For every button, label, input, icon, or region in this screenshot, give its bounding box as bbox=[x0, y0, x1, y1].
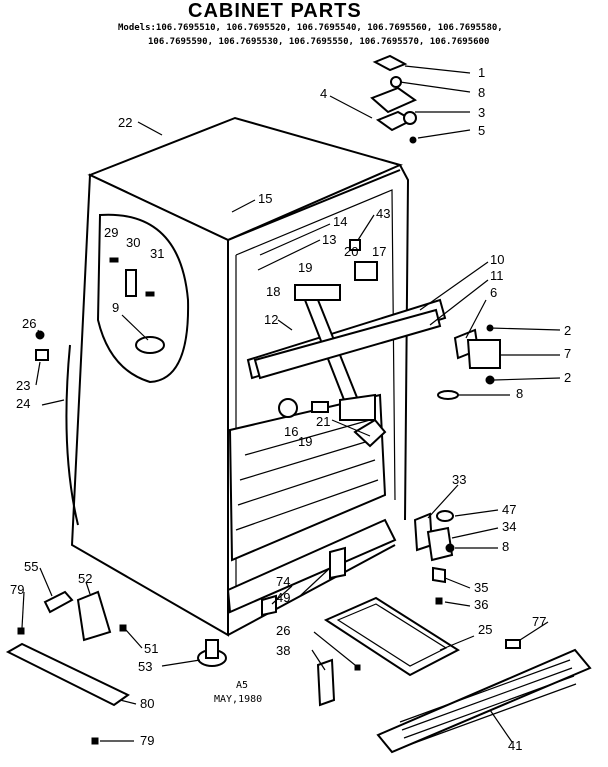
bottom-bracket bbox=[316, 658, 361, 707]
callout-17: 17 bbox=[372, 244, 386, 259]
callout-53: 53 bbox=[138, 659, 152, 674]
leader-lines bbox=[21, 65, 561, 743]
callout-4: 4 bbox=[320, 86, 327, 101]
lower-interior-parts bbox=[278, 239, 387, 448]
callout-2b: 2 bbox=[564, 370, 571, 385]
callout-35: 35 bbox=[474, 580, 488, 595]
callout-43: 43 bbox=[376, 206, 390, 221]
toe-grille bbox=[376, 639, 592, 754]
callout-26b: 26 bbox=[276, 623, 290, 638]
callout-36: 36 bbox=[474, 597, 488, 612]
callout-19b: 19 bbox=[298, 434, 312, 449]
callout-6: 6 bbox=[490, 285, 497, 300]
callout-79b: 79 bbox=[140, 733, 154, 748]
cross-rail bbox=[253, 308, 442, 380]
middle-hinge bbox=[437, 324, 501, 400]
callout-13: 13 bbox=[322, 232, 336, 247]
callout-77: 77 bbox=[532, 614, 546, 629]
models-line-1: Models:106.7695510, 106.7695520, 106.769… bbox=[118, 23, 503, 33]
callout-34: 34 bbox=[502, 519, 516, 534]
callout-12: 12 bbox=[264, 312, 278, 327]
callout-41: 41 bbox=[508, 738, 522, 753]
callout-22: 22 bbox=[118, 115, 132, 130]
callout-19a: 19 bbox=[298, 260, 312, 275]
callout-2a: 2 bbox=[564, 323, 571, 338]
callout-47: 47 bbox=[502, 502, 516, 517]
callout-8b: 8 bbox=[502, 539, 509, 554]
callout-16: 16 bbox=[284, 424, 298, 439]
cabinet-shell bbox=[70, 116, 410, 637]
stamp-date: MAY,1980 bbox=[214, 694, 262, 705]
callout-24: 24 bbox=[16, 396, 30, 411]
callout-55: 55 bbox=[24, 559, 38, 574]
callout-26a: 26 bbox=[22, 316, 36, 331]
models-line-2: 106.7695590, 106.7695530, 106.7695550, 1… bbox=[148, 37, 489, 47]
callout-29: 29 bbox=[104, 225, 118, 240]
lower-hinge-assembly bbox=[413, 510, 455, 605]
callout-8c: 8 bbox=[516, 386, 523, 401]
callout-5: 5 bbox=[478, 123, 485, 138]
callout-74: 74 bbox=[276, 574, 290, 589]
front-bracket-assembly bbox=[5, 590, 227, 745]
stamp-code: A5 bbox=[236, 680, 248, 691]
hardware-cluster bbox=[109, 257, 155, 297]
leveling-brackets bbox=[261, 546, 346, 617]
callout-79a: 79 bbox=[10, 582, 24, 597]
callout-10: 10 bbox=[490, 252, 504, 267]
door-stop-rod bbox=[35, 330, 79, 526]
callout-80: 80 bbox=[140, 696, 154, 711]
side-panel-cutout bbox=[96, 213, 190, 384]
callout-33: 33 bbox=[452, 472, 466, 487]
callout-18: 18 bbox=[266, 284, 280, 299]
callout-49: 49 bbox=[276, 590, 290, 605]
callout-9: 9 bbox=[112, 300, 119, 315]
callout-38: 38 bbox=[276, 643, 290, 658]
callout-21: 21 bbox=[316, 414, 330, 429]
callout-3: 3 bbox=[478, 105, 485, 120]
callout-23: 23 bbox=[16, 378, 30, 393]
part-number-callouts: 1 8 3 5 4 22 15 14 43 29 30 31 13 20 17 … bbox=[10, 65, 571, 753]
callout-51: 51 bbox=[144, 641, 158, 656]
callout-7: 7 bbox=[564, 346, 571, 361]
callout-30: 30 bbox=[126, 235, 140, 250]
callout-14: 14 bbox=[333, 214, 347, 229]
callout-1: 1 bbox=[478, 65, 485, 80]
top-hinge-assembly bbox=[370, 54, 418, 144]
callout-8a: 8 bbox=[478, 85, 485, 100]
callout-15: 15 bbox=[258, 191, 272, 206]
callout-31: 31 bbox=[150, 246, 164, 261]
drip-tray bbox=[323, 596, 461, 677]
diagram-title: CABINET PARTS bbox=[188, 0, 362, 22]
callout-11: 11 bbox=[490, 268, 504, 283]
callout-20: 20 bbox=[344, 244, 358, 259]
callout-25: 25 bbox=[478, 622, 492, 637]
callout-52: 52 bbox=[78, 571, 92, 586]
